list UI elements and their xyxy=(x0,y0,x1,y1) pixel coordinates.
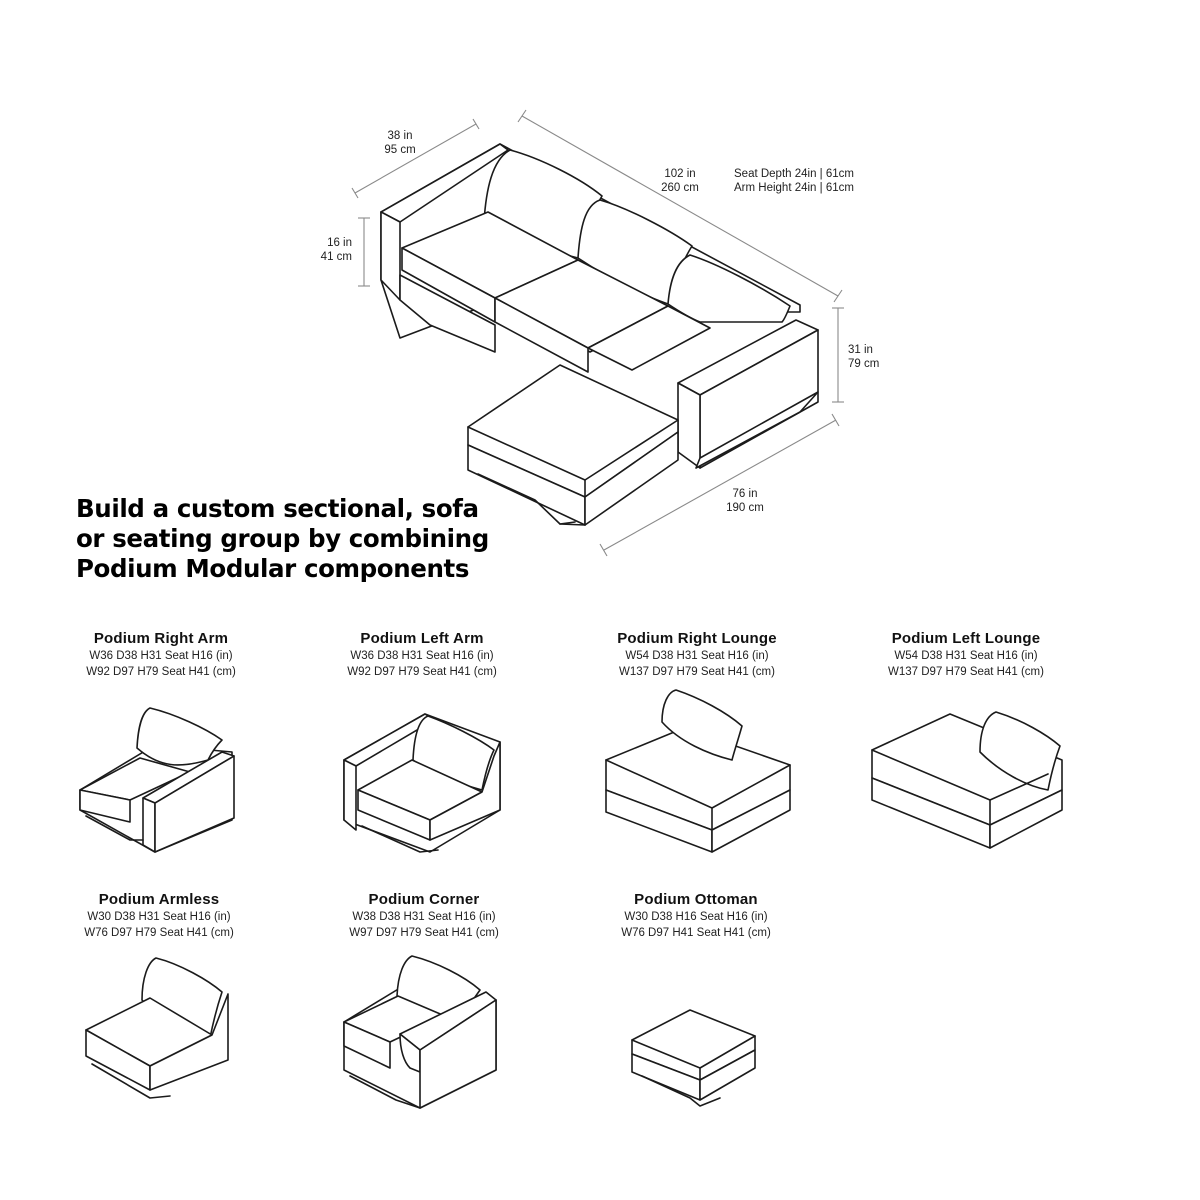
component-spec-cm: W76 D97 H41 Seat H41 (cm) xyxy=(621,927,771,939)
component-spec-cm: W137 D97 H79 Seat H41 (cm) xyxy=(619,666,775,678)
left-lounge-module-icon xyxy=(871,711,1063,849)
seat-depth-label: Seat Depth 24in | 61cm xyxy=(734,168,854,180)
armless-module-icon xyxy=(85,957,229,1099)
height-in-label: 31 in xyxy=(848,344,873,356)
component-name: Podium Ottoman xyxy=(634,891,758,908)
height-cm-label: 79 cm xyxy=(848,358,879,370)
width-in-label: 102 in xyxy=(664,168,695,180)
component-label-corner: Podium Corner W38 D38 H31 Seat H16 (in) … xyxy=(294,891,554,941)
component-name: Podium Left Arm xyxy=(360,630,484,647)
component-spec-in: W38 D38 H31 Seat H16 (in) xyxy=(352,911,496,923)
right-arm-module-icon xyxy=(79,707,235,853)
component-name: Podium Right Arm xyxy=(93,630,229,647)
corner-module-icon xyxy=(343,955,497,1109)
component-label-right-arm: Podium Right Arm W36 D38 H31 Seat H16 (i… xyxy=(31,630,291,680)
depth-cm-label: 95 cm xyxy=(384,144,415,156)
depth-in-label: 38 in xyxy=(388,130,413,142)
headline-line-2: or seating group by combining xyxy=(76,524,489,553)
component-name: Podium Right Lounge xyxy=(617,630,777,647)
lounge-length-in-label: 76 in xyxy=(733,488,758,500)
component-spec-cm: W137 D97 H79 Seat H41 (cm) xyxy=(888,666,1044,678)
ottoman-module-icon xyxy=(631,1009,756,1107)
component-label-armless: Podium Armless W30 D38 H31 Seat H16 (in)… xyxy=(29,891,289,941)
component-name: Podium Left Lounge xyxy=(891,630,1041,647)
sectional-sofa-illustration xyxy=(380,143,819,526)
component-label-left-arm: Podium Left Arm W36 D38 H31 Seat H16 (in… xyxy=(292,630,552,680)
component-spec-in: W36 D38 H31 Seat H16 (in) xyxy=(89,650,233,662)
component-spec-in: W30 D38 H31 Seat H16 (in) xyxy=(87,911,231,923)
arm-height-label: Arm Height 24in | 61cm xyxy=(734,182,854,194)
headline-line-1: Build a custom sectional, sofa xyxy=(76,494,479,523)
headline-line-3: Podium Modular components xyxy=(76,554,470,583)
component-name: Podium Armless xyxy=(98,891,220,908)
left-arm-module-icon xyxy=(343,713,501,853)
width-cm-label: 260 cm xyxy=(661,182,699,194)
seat-height-in-label: 16 in xyxy=(327,237,352,249)
component-spec-in: W54 D38 H31 Seat H16 (in) xyxy=(894,650,1038,662)
component-spec-in: W36 D38 H31 Seat H16 (in) xyxy=(350,650,494,662)
component-spec-in: W54 D38 H31 Seat H16 (in) xyxy=(625,650,769,662)
right-lounge-module-icon xyxy=(605,689,791,853)
component-name: Podium Corner xyxy=(368,891,480,908)
component-spec-cm: W97 D97 H79 Seat H41 (cm) xyxy=(349,927,499,939)
component-spec-cm: W76 D97 H79 Seat H41 (cm) xyxy=(84,927,234,939)
component-spec-cm: W92 D97 H79 Seat H41 (cm) xyxy=(347,666,497,678)
component-spec-in: W30 D38 H16 Seat H16 (in) xyxy=(624,911,768,923)
lounge-length-cm-label: 190 cm xyxy=(726,502,764,514)
component-spec-cm: W92 D97 H79 Seat H41 (cm) xyxy=(86,666,236,678)
seat-height-cm-label: 41 cm xyxy=(321,251,352,263)
dimension-lines: 38 in 95 cm 102 in 260 cm Seat Depth 24i… xyxy=(321,109,879,557)
headline: Build a custom sectional, sofa or seatin… xyxy=(76,494,489,584)
component-label-ottoman: Podium Ottoman W30 D38 H16 Seat H16 (in)… xyxy=(566,891,826,941)
component-label-right-lounge: Podium Right Lounge W54 D38 H31 Seat H16… xyxy=(567,630,827,680)
component-label-left-lounge: Podium Left Lounge W54 D38 H31 Seat H16 … xyxy=(836,630,1096,680)
